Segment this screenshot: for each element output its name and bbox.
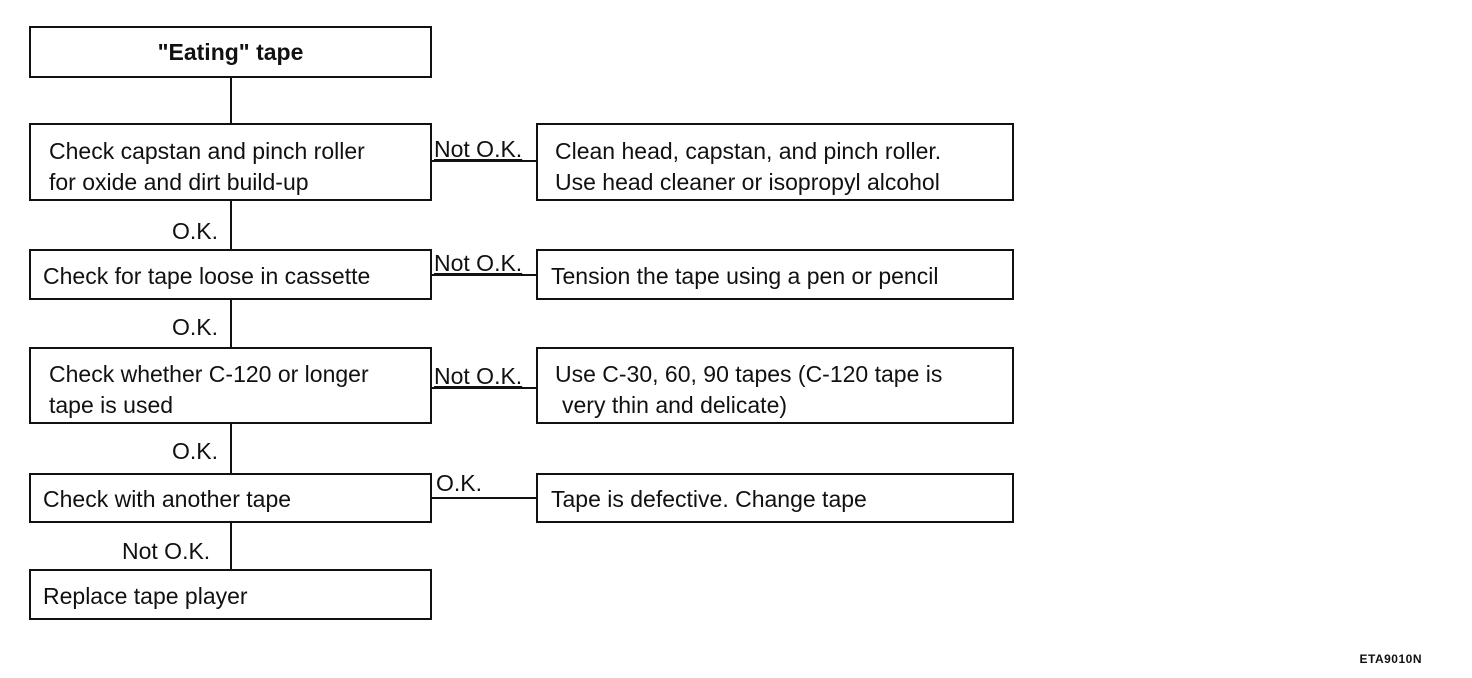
action-2-line-1: Tension the tape using a pen or pencil [551, 263, 939, 289]
connector-step4-to-step5 [230, 523, 232, 569]
check-step-4: Check with another tape [29, 473, 432, 523]
connector-step3-to-step4 [230, 424, 232, 473]
branch-line-3 [432, 387, 536, 389]
branch-label-2: Not O.K. [434, 250, 523, 276]
final-step-line-1: Replace tape player [43, 583, 248, 609]
action-tension-tape: Tension the tape using a pen or pencil [536, 249, 1014, 300]
down-label-4: Not O.K. [122, 538, 211, 564]
check-step-2-line-1: Check for tape loose in cassette [43, 263, 371, 289]
action-3-line-1: Use C-30, 60, 90 tapes (C-120 tape is [555, 361, 943, 387]
down-label-1: O.K. [172, 218, 219, 244]
down-label-2: O.K. [172, 314, 219, 340]
check-step-1-line-1: Check capstan and pinch roller [49, 138, 365, 164]
action-tape-defective: Tape is defective. Change tape [536, 473, 1014, 523]
check-step-1-line-2: for oxide and dirt build-up [49, 169, 309, 195]
action-3-line-2: very thin and delicate) [562, 392, 788, 418]
action-1-line-2: Use head cleaner or isopropyl alcohol [555, 169, 940, 195]
check-step-3-line-2: tape is used [49, 392, 174, 418]
figure-reference: ETA9010N [1359, 652, 1422, 666]
final-step-replace: Replace tape player [29, 569, 432, 620]
branch-label-1: Not O.K. [434, 136, 523, 162]
connector-step1-to-step2 [230, 201, 232, 249]
check-step-3-line-1: Check whether C-120 or longer [49, 361, 369, 387]
action-4-line-1: Tape is defective. Change tape [551, 486, 867, 512]
branch-line-4 [432, 497, 536, 499]
branch-line-1 [432, 160, 536, 162]
branch-label-4: O.K. [436, 470, 483, 496]
check-step-4-line-1: Check with another tape [43, 486, 292, 512]
branch-label-3: Not O.K. [434, 363, 523, 389]
action-use-shorter-tapes: Use C-30, 60, 90 tapes (C-120 tape is ve… [536, 347, 1014, 424]
action-clean-head: Clean head, capstan, and pinch roller. U… [536, 123, 1014, 201]
connector-title-to-step1 [230, 78, 232, 123]
check-step-3: Check whether C-120 or longer tape is us… [29, 347, 432, 424]
flowchart-title-box: "Eating" tape [29, 26, 432, 78]
down-label-3: O.K. [172, 438, 219, 464]
branch-line-2 [432, 274, 536, 276]
check-step-1: Check capstan and pinch roller for oxide… [29, 123, 432, 201]
flowchart-title: "Eating" tape [157, 38, 304, 65]
connector-step2-to-step3 [230, 300, 232, 347]
check-step-2: Check for tape loose in cassette [29, 249, 432, 300]
action-1-line-1: Clean head, capstan, and pinch roller. [555, 138, 942, 164]
